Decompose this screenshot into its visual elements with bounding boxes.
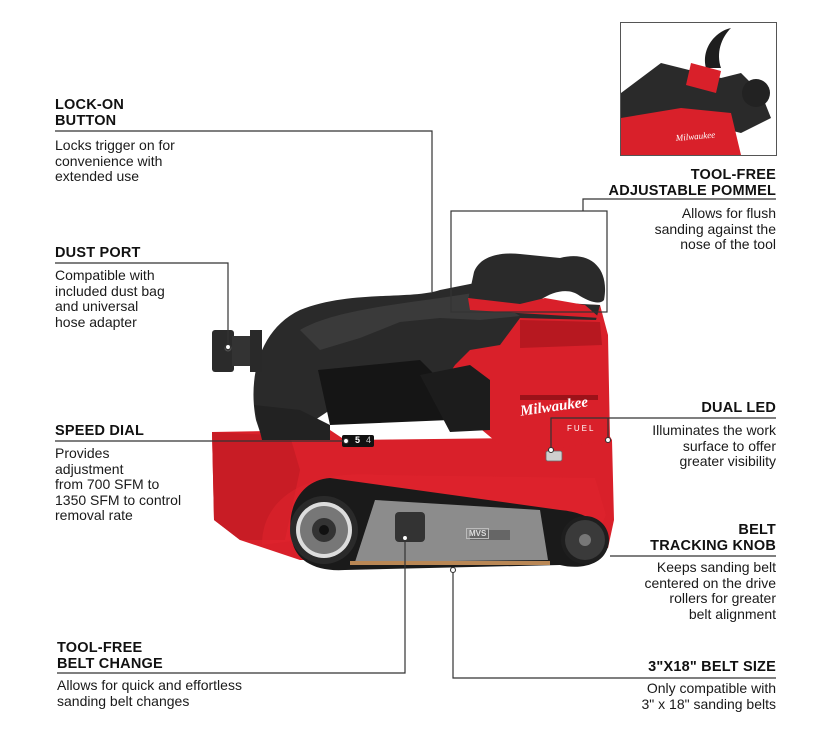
callout-dust-port: DUST PORT Compatible with included dust … (55, 245, 165, 330)
leader-dots (224, 343, 612, 574)
callout-description: Provides adjustment from 700 SFM to 1350… (55, 445, 182, 523)
callout-description: Only compatible with 3" x 18" sanding be… (641, 680, 776, 712)
leader-lines (55, 130, 776, 679)
svg-text:Milwaukee: Milwaukee (674, 130, 715, 143)
speed-dial-digit[interactable]: 5 (355, 435, 361, 445)
callout-adjustable-pommel: TOOL-FREE ADJUSTABLE POMMEL Allows for f… (609, 167, 776, 253)
speed-dial-digit-next: 4 (366, 435, 372, 445)
sander-handle (253, 282, 601, 440)
callout-description: Locks trigger on for convenience with ex… (55, 137, 175, 184)
callout-title: DUAL LED (701, 400, 776, 416)
belt-plate-label: MVS (466, 528, 490, 539)
callout-title: TOOL-FREE ADJUSTABLE POMMEL (608, 167, 776, 199)
callout-speed-dial: SPEED DIAL Provides adjustment from 700 … (55, 423, 181, 524)
callout-description: Allows for flush sanding against the nos… (654, 205, 776, 252)
fuel-logo: FUEL (567, 424, 596, 433)
callout-lock-on-button: LOCK-ON BUTTON Locks trigger on for conv… (55, 97, 175, 185)
dust-port (212, 330, 262, 372)
callout-description: Keeps sanding belt centered on the drive… (644, 559, 776, 622)
callout-title: LOCK-ON BUTTON (55, 97, 125, 129)
callout-description: Compatible with included dust bag and un… (55, 267, 165, 330)
callout-title: TOOL-FREE BELT CHANGE (57, 640, 163, 672)
callout-title: 3"x18" BELT SIZE (648, 659, 776, 675)
callout-title: BELT TRACKING KNOB (650, 522, 776, 554)
callout-belt-size: 3"x18" BELT SIZE Only compatible with 3"… (642, 659, 776, 712)
callout-description: Allows for quick and effortless sanding … (57, 677, 242, 709)
belt-assembly (290, 478, 609, 571)
callout-dual-led: DUAL LED Illuminates the work surface to… (652, 400, 776, 470)
speed-dial (342, 435, 374, 447)
led-lamp (545, 450, 563, 462)
callout-tool-free-belt-change: TOOL-FREE BELT CHANGE Allows for quick a… (57, 640, 242, 709)
pommel-highlight-box (450, 210, 608, 313)
callout-description: Illuminates the work surface to offer gr… (652, 422, 776, 469)
pommel-detail-inset: Milwaukee (620, 22, 777, 156)
callout-title: SPEED DIAL (55, 423, 145, 439)
callout-belt-tracking-knob: BELT TRACKING KNOB Keeps sanding belt ce… (644, 522, 776, 622)
pommel (468, 253, 606, 318)
callout-title: DUST PORT (55, 245, 141, 261)
